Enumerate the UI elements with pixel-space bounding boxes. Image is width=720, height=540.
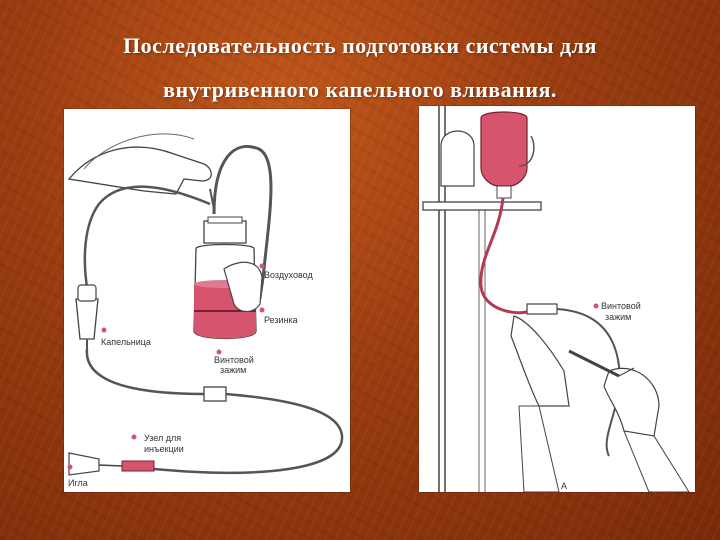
infusion-tube-lower [153, 392, 344, 474]
syringe [568, 349, 620, 378]
sleeve-outline [83, 133, 195, 170]
marker-rubber [259, 307, 265, 313]
bottle-holder [440, 130, 475, 187]
slide-title-line-2: внутривенного капельного вливания. [163, 77, 557, 102]
label-screw-clamp-l1: Винтовой [214, 355, 254, 365]
air-duct-tube [518, 135, 535, 167]
needle [98, 464, 123, 467]
inverted-bottle [480, 111, 528, 187]
left-illustration: Воздуховод Резинка Капельница Винтовой з… [64, 109, 350, 492]
marker-drip-chamber [101, 327, 107, 333]
needle-into-stopper [209, 188, 215, 210]
infusion-tube-upper [83, 185, 211, 295]
label-figure-letter: А [561, 481, 567, 491]
syringe-needle [618, 367, 635, 377]
label-injection-node-l2: инъекции [144, 444, 184, 454]
label-drip-chamber: Капельница [101, 337, 151, 347]
label-injection-node-l1: Узел для [144, 433, 181, 443]
label-air-duct: Воздуховод [264, 270, 313, 280]
screw-clamp [526, 303, 558, 315]
filled-tube [479, 197, 530, 315]
label-screw-clamp-l2: зажим [605, 312, 631, 322]
injection-node [121, 460, 155, 472]
marker-injection-node [131, 434, 137, 440]
slide-title-line-1: Последовательность подготовки системы дл… [123, 33, 597, 58]
stand-shelf [422, 201, 542, 211]
second-hand-illustration [223, 261, 263, 313]
marker-air-duct [259, 263, 265, 269]
label-rubber: Резинка [264, 315, 298, 325]
right-hand-illustration [603, 367, 660, 437]
marker-screw-clamp [593, 303, 599, 309]
left-drip-system-drawing: Воздуховод Резинка Капельница Винтовой з… [67, 133, 344, 488]
bottle-stopper [207, 216, 243, 224]
right-sleeve [623, 430, 690, 492]
needle-cap [68, 452, 100, 476]
marker-needle [67, 464, 73, 470]
left-hand-illustration [510, 315, 570, 407]
marker-screw-clamp [216, 349, 222, 355]
bottle-cap [203, 220, 247, 244]
drip-chamber [75, 298, 99, 340]
bottle-neck [496, 185, 512, 199]
infusion-tube [556, 308, 621, 457]
left-sleeve [518, 405, 560, 492]
infusion-tube-middle [85, 348, 209, 396]
right-illustration: Винтовой зажим А [419, 106, 695, 492]
right-drip-stand-drawing: Винтовой зажим А [422, 106, 690, 492]
label-needle: Игла [68, 478, 88, 488]
label-screw-clamp-l1: Винтовой [601, 301, 641, 311]
label-screw-clamp-l2: зажим [220, 365, 246, 375]
drip-chamber-top [77, 284, 97, 302]
screw-clamp [203, 386, 227, 402]
